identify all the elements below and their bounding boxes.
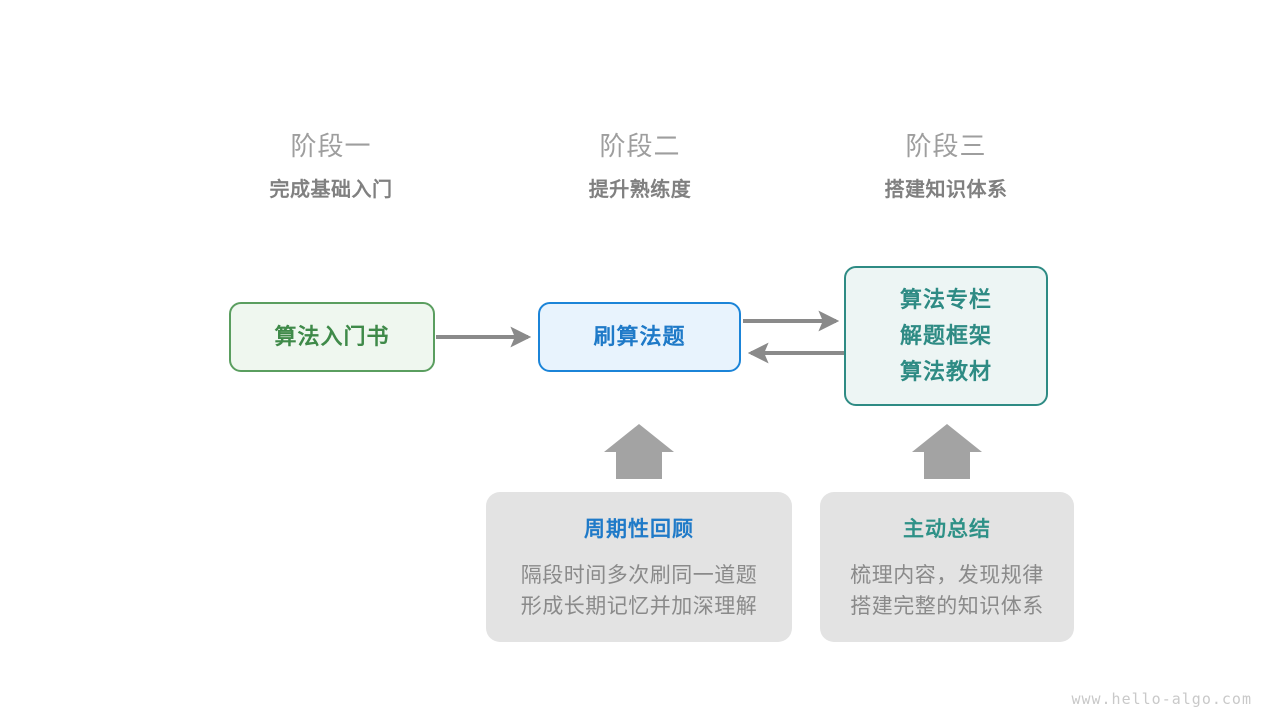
node-knowledge-resources[interactable]: 算法专栏 解题框架 算法教材 [844, 266, 1048, 406]
note-body-line-2: 形成长期记忆并加深理解 [520, 595, 758, 618]
stage-title: 阶段三 [905, 131, 987, 161]
note-title: 周期性回顾 [584, 518, 694, 541]
arrow-summary-up [912, 424, 982, 479]
note-body: 梳理内容，发现规律 搭建完整的知识体系 [850, 560, 1044, 622]
node-label-line-3: 算法教材 [899, 359, 992, 384]
stage-header-2: 阶段二 提升熟练度 [510, 129, 770, 205]
note-body: 隔段时间多次刷同一道题 形成长期记忆并加深理解 [521, 560, 758, 622]
stage-title: 阶段一 [290, 131, 372, 161]
node-algorithm-intro-book[interactable]: 算法入门书 [229, 302, 435, 372]
stage-header-3: 阶段三 搭建知识体系 [816, 129, 1076, 205]
stage-header-1: 阶段一 完成基础入门 [201, 129, 461, 205]
stage-subtitle: 搭建知识体系 [884, 179, 1008, 201]
stage-title: 阶段二 [599, 131, 681, 161]
node-label: 刷算法题 [593, 324, 686, 349]
note-card-periodic-review[interactable]: 周期性回顾 隔段时间多次刷同一道题 形成长期记忆并加深理解 [486, 492, 792, 642]
note-body-line-2: 搭建完整的知识体系 [850, 595, 1044, 618]
arrow-review-up [604, 424, 674, 479]
node-label-line-1: 算法专栏 [899, 287, 992, 312]
watermark: www.hello-algo.com [1071, 690, 1252, 708]
stage-subtitle: 提升熟练度 [588, 179, 692, 201]
note-title: 主动总结 [903, 518, 991, 541]
node-label-line-2: 解题框架 [899, 323, 992, 348]
stage-subtitle: 完成基础入门 [269, 179, 393, 201]
node-practice-problems[interactable]: 刷算法题 [538, 302, 741, 372]
note-body-line-1: 隔段时间多次刷同一道题 [520, 564, 758, 587]
node-label: 算法入门书 [274, 324, 390, 349]
note-body-line-1: 梳理内容，发现规律 [850, 564, 1044, 587]
note-card-active-summary[interactable]: 主动总结 梳理内容，发现规律 搭建完整的知识体系 [820, 492, 1074, 642]
